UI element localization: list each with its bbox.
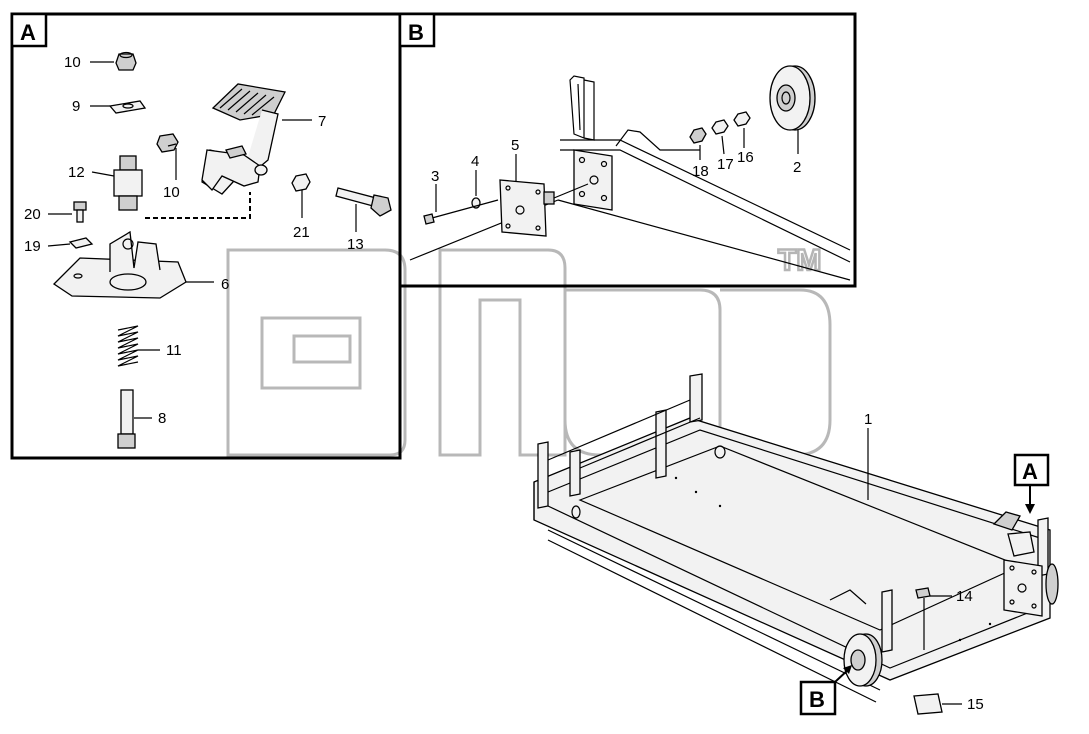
callout-9: 9 [72,98,80,115]
callout-13: 13 [347,236,364,253]
bolt-13 [335,187,392,217]
frame-1 [533,373,1059,715]
nut-10-pedal [156,133,179,153]
assembly-dashline [145,192,251,219]
leaders-b [435,128,799,212]
callout-6: 6 [221,276,229,293]
panel-b: B [398,12,857,288]
callout-16: 16 [737,149,754,166]
pedal-7 [201,83,286,195]
callout-21: 21 [293,224,310,241]
spring-11 [117,325,139,367]
bolt-3 [423,199,499,225]
callout-8: 8 [158,410,166,427]
nut-10-top [115,51,137,71]
callout-4: 4 [471,153,479,170]
callout-19: 19 [24,238,41,255]
callout-2: 2 [793,159,801,176]
callout-5: 5 [511,137,519,154]
bracket-6 [52,230,187,299]
pointer-a: A [1013,453,1050,514]
nut-18 [689,127,707,144]
pointer-b: B [799,665,852,716]
pointer-b-label: B [809,687,825,712]
pedal-frame-a [992,511,1035,557]
callout-10-top: 10 [64,54,81,71]
callout-11: 11 [166,342,182,359]
callout-10-pedal: 10 [163,184,180,201]
callout-18: 18 [692,163,709,180]
panel-a: A [10,12,402,460]
pointer-a-label: A [1022,459,1038,484]
bolt-20 [73,201,87,223]
nut-21 [291,173,311,192]
pin-8 [117,389,136,449]
washer-16 [733,111,751,127]
plate-15 [913,693,943,715]
washer-9 [108,100,147,114]
watermark-logo: TM [226,243,832,457]
washer-19 [68,237,94,249]
callout-1: 1 [864,411,872,428]
panel-b-label: B [408,20,424,45]
callout-7: 7 [318,113,326,130]
watermark-tm: TM [778,244,821,277]
callout-15: 15 [967,696,984,713]
panel-a-label: A [20,20,36,45]
callout-20: 20 [24,206,41,223]
callout-3: 3 [431,168,439,185]
plate-5 [499,179,589,237]
callout-12: 12 [68,164,85,181]
leaders-main [867,428,962,705]
leaders-a [47,61,357,419]
bushing-12 [113,155,143,211]
callout-17: 17 [717,156,734,173]
roller-2 [769,65,816,131]
callout-14: 14 [956,588,973,605]
roller-frame-b [843,633,883,687]
washer-17 [711,119,729,135]
